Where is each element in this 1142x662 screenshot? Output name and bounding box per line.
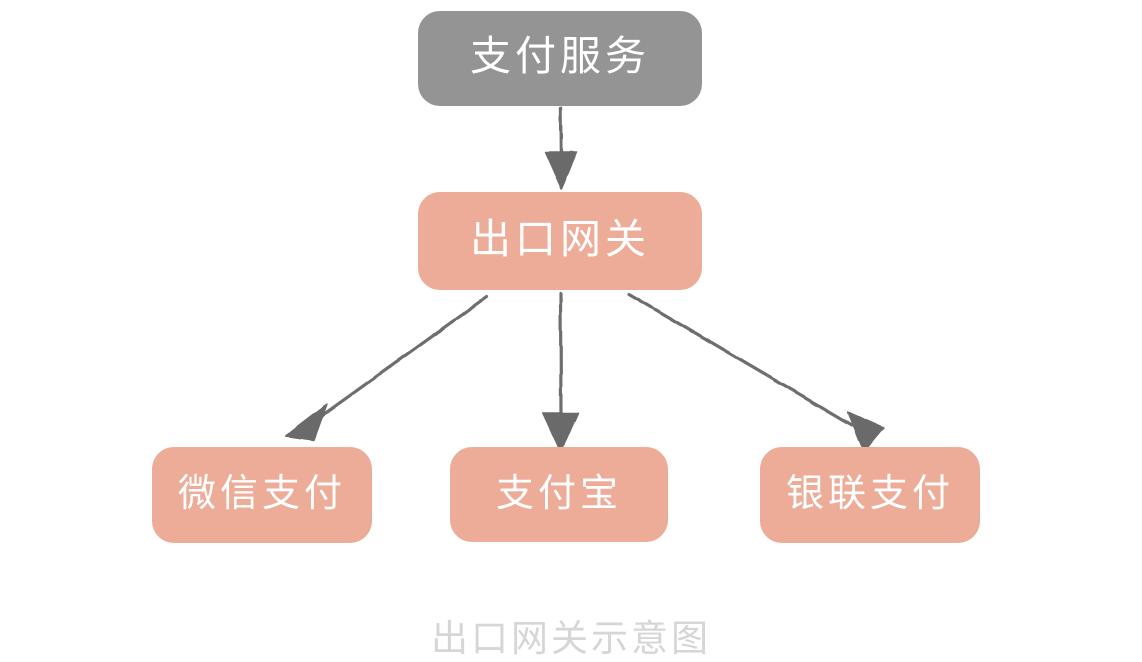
node-payment-service[interactable]: 支付服务 — [418, 11, 702, 106]
node-payment-service-label: 支付服务 — [470, 32, 650, 80]
edge-gateway-to-unionpay — [627, 292, 885, 453]
node-alipay-label: 支付宝 — [495, 470, 622, 515]
edge-service-to-gateway — [544, 106, 578, 190]
edge-gateway-to-wechat — [284, 295, 489, 441]
node-unionpay[interactable]: 银联支付 — [760, 447, 980, 543]
diagram-caption: 出口网关示意图 — [431, 617, 711, 660]
node-wechat-pay[interactable]: 微信支付 — [152, 447, 372, 543]
edge-gateway-to-alipay — [542, 291, 579, 453]
node-wechat-pay-label: 微信支付 — [177, 471, 346, 515]
node-egress-gateway[interactable]: 出口网关 — [418, 192, 702, 290]
node-unionpay-label: 银联支付 — [785, 471, 954, 515]
node-egress-gateway-label: 出口网关 — [470, 214, 650, 263]
node-alipay[interactable]: 支付宝 — [450, 447, 668, 542]
